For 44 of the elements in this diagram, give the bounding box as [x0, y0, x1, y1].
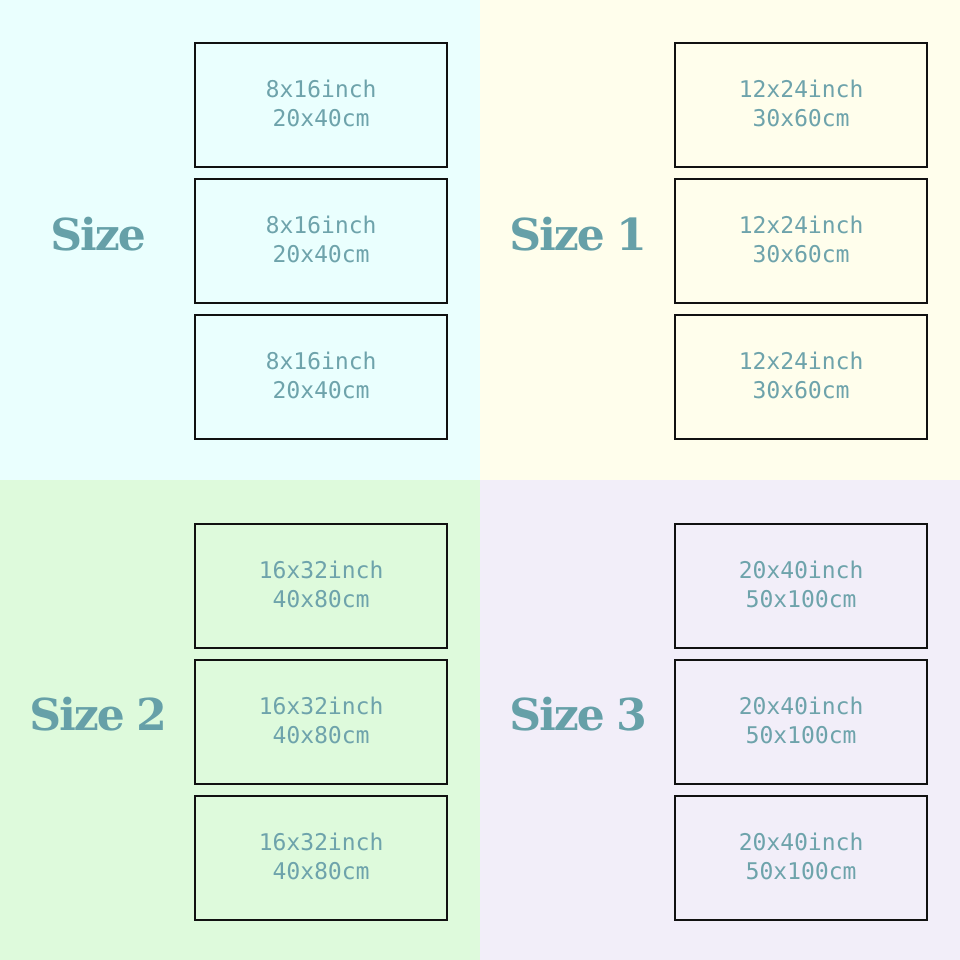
size-text: 50x100cm — [746, 586, 856, 615]
size-text: 20x40inch — [738, 693, 864, 722]
size-text: 20x40cm — [272, 377, 370, 406]
size-text: 30x60cm — [752, 105, 850, 134]
size-box — [194, 314, 448, 440]
size-text: 30x60cm — [752, 241, 850, 270]
size-text: 40x80cm — [272, 586, 370, 615]
size-text: 16x32inch — [258, 693, 384, 722]
size-text: 20x40inch — [738, 557, 864, 586]
size-text: 16x32inch — [258, 557, 384, 586]
size-text: 40x80cm — [272, 858, 370, 887]
size-box — [674, 42, 928, 168]
size-text: 50x100cm — [746, 858, 856, 887]
size-heading: Size 1 — [508, 210, 646, 261]
size-text: 40x80cm — [272, 722, 370, 751]
size-text: 8x16inch — [266, 76, 376, 105]
size-text: 8x16inch — [266, 348, 376, 377]
size-box — [674, 659, 928, 785]
size-text: 12x24inch — [738, 212, 864, 241]
size-text: 12x24inch — [738, 348, 864, 377]
size-box — [674, 523, 928, 649]
size-box — [194, 523, 448, 649]
size-panel — [480, 480, 960, 960]
size-box — [194, 659, 448, 785]
size-heading: Size 2 — [28, 690, 166, 741]
size-panel — [480, 0, 960, 480]
size-text: 12x24inch — [738, 76, 864, 105]
size-box — [674, 795, 928, 921]
size-text: 20x40cm — [272, 241, 370, 270]
size-text: 30x60cm — [752, 377, 850, 406]
size-heading: Size — [49, 210, 145, 261]
size-text: 8x16inch — [266, 212, 376, 241]
size-box — [674, 314, 928, 440]
size-heading: Size 3 — [508, 690, 646, 741]
size-text: 50x100cm — [746, 722, 856, 751]
size-box — [194, 178, 448, 304]
size-text: 16x32inch — [258, 829, 384, 858]
size-box — [194, 795, 448, 921]
size-text: 20x40inch — [738, 829, 864, 858]
size-box — [674, 178, 928, 304]
size-box — [194, 42, 448, 168]
size-text: 20x40cm — [272, 105, 370, 134]
size-panel — [0, 480, 480, 960]
size-panel — [0, 0, 480, 480]
